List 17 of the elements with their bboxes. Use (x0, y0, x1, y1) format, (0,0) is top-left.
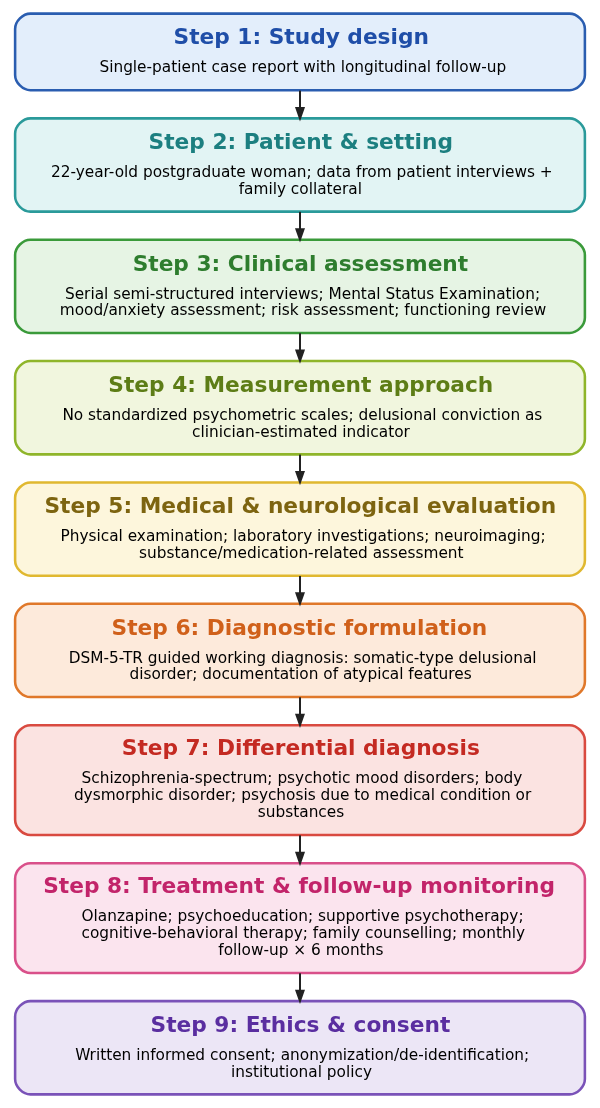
arrow (295, 575, 305, 607)
arrow (295, 835, 305, 867)
arrow (295, 90, 305, 122)
node-box: Step 5: Medical & neurological evaluation Physical examination; laboratory investigations; neuroimaging; substance/medication-related assessment (13, 481, 587, 577)
arrow (295, 697, 305, 729)
arrow (295, 454, 305, 486)
node-box: Step 7: Differential diagnosis Schizophrenia-spectrum; psychotic mood disorders; body dysmorphic disorder; psychosis due to medical condition or substances (13, 723, 587, 837)
node-box: Step 2: Patient & setting 22-year-old postgraduate woman; data from patient interviews + family collateral (13, 117, 587, 213)
node-box: Step 4: Measurement approach No standardized psychometric scales; delusional conviction as clinician-estimated indicator (13, 359, 587, 456)
node-box: Step 8: Treatment & follow-up monitoring Olanzapine; psychoeducation; supportive psychotherapy; cognitive-behavioral therapy; family counselling; monthly follow-up × 6 months (13, 861, 587, 975)
arrow (295, 973, 305, 1004)
node-box: Step 1: Study design Single-patient case report with longitudinal follow-up (13, 12, 587, 92)
node-box: Step 3: Clinical assessment Serial semi-structured interviews; Mental Status Examination; mood/anxiety assessment; risk assessment; functioning review (13, 238, 587, 335)
node-box: Step 6: Diagnostic formulation DSM-5-TR guided working diagnosis: somatic-type delusional disorder; documentation of atypical features (13, 602, 587, 699)
arrow (295, 211, 305, 243)
arrow (295, 333, 305, 364)
node-box: Step 9: Ethics & consent Written informed consent; anonymization/de-identification; institutional policy (13, 999, 587, 1096)
